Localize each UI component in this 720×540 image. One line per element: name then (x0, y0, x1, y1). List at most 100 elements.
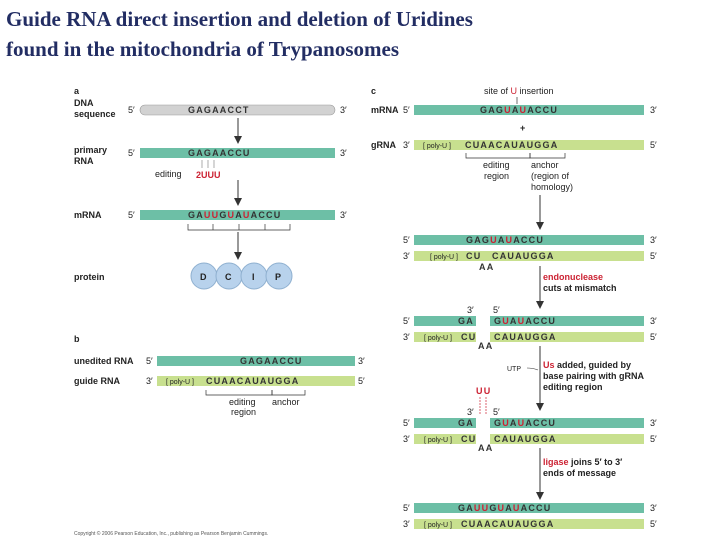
panel-b-letter: b (74, 334, 80, 344)
c3-grna-seq-b: CAUAUGGA (494, 434, 557, 444)
us-added-label: Us added, guided by (543, 360, 631, 370)
dna-5prime: 5′ (128, 105, 135, 115)
c1-mrna-strand (414, 235, 644, 245)
protein-chain: D C I P (190, 262, 293, 290)
c-grna-label: gRNA (371, 140, 396, 150)
c3-grna-left (414, 434, 476, 444)
c4-3prime: 3′ (650, 503, 657, 513)
endonuclease-rest: cuts at mismatch (543, 283, 617, 293)
c2-cut-3prime: 3′ (467, 305, 474, 315)
unedited-3prime: 3′ (358, 356, 365, 366)
c4-grna-strand (414, 519, 644, 529)
title-line-2: found in the mitochondria of Trypanosome… (6, 37, 400, 61)
c2-mrna-seq-a: GA (458, 316, 474, 326)
guide-5prime: 5′ (358, 376, 365, 386)
utp-label: UTP (507, 366, 521, 373)
ligase-line2: ends of message (543, 468, 616, 478)
c-grna-3prime: 3′ (403, 140, 410, 150)
unedited-rna-strand (157, 356, 355, 366)
c4-5prime: 5′ (403, 503, 410, 513)
c1-mrna-sequence: GAGUAUACCU (466, 235, 544, 245)
unedited-label: unedited RNA (74, 356, 134, 366)
c2-cut-5prime: 5′ (493, 305, 500, 315)
c4-mrna-sequence: GAUUGUAUACCU (458, 503, 551, 513)
mrna-strand (140, 210, 335, 220)
c-mrna-5prime: 5′ (403, 105, 410, 115)
mrna-sequence: GAUUGUAUACCU (188, 210, 281, 220)
editing-region-label-1: editing (229, 397, 256, 407)
c-mrna-sequence: GAGUAUACCU (480, 105, 558, 115)
amino-acid-label: P (275, 272, 281, 282)
c-mrna-3prime: 3′ (650, 105, 657, 115)
c2-grna-seq-a: CU (461, 332, 476, 342)
c-grna-strand (414, 140, 644, 150)
mrna-3prime: 3′ (340, 210, 347, 220)
c2b-3prime: 3′ (403, 332, 410, 342)
amino-acid-label: D (200, 272, 207, 282)
primary-3prime: 3′ (340, 148, 347, 158)
c4-grna-sequence: CUAACAUAUGGA (461, 519, 554, 529)
c2-mrna-left (414, 316, 476, 326)
c4-polyu: [ poly-U ] (424, 522, 452, 529)
c1-loop-aa: AA (479, 262, 494, 272)
c3-3prime: 3′ (650, 418, 657, 428)
anchor-bracket (271, 390, 306, 396)
title-line-1: Guide RNA direct insertion and deletion … (6, 7, 473, 31)
c-anchor-label-2: (region of (531, 171, 570, 181)
mrna-seq-part: G (219, 210, 227, 220)
c3b-3prime: 3′ (403, 434, 410, 444)
dna-strand (139, 104, 336, 116)
c4b-3prime: 3′ (403, 519, 410, 529)
c1-polyu: [ poly-U ] (430, 254, 458, 261)
c-grna-sequence: CUAACAUAUGGA (465, 140, 558, 150)
panel-c-letter: c (371, 86, 376, 96)
mrna-seq-part: GA (188, 210, 204, 220)
c3-cut-3prime: 3′ (467, 407, 474, 417)
primary-rna-sequence: GAGAACCU (188, 148, 251, 158)
editing-added-u: 2UUU (196, 170, 221, 180)
c1b-5prime: 5′ (650, 251, 657, 261)
c-anchor-label-3: homology) (531, 182, 573, 192)
c3-grna-right (490, 434, 644, 444)
c3-5prime: 5′ (403, 418, 410, 428)
dna-label-2: sequence (74, 109, 116, 119)
editing-region-label-2: region (231, 407, 256, 417)
guide-sequence: CUAACAUAUGGA (206, 376, 299, 386)
amino-acid-label: I (252, 272, 255, 282)
us-added-line2: base pairing with gRNA (543, 371, 645, 381)
c-editing-bracket (465, 153, 531, 159)
c-anchor-bracket (529, 153, 566, 159)
site-label: site of U insertion (484, 86, 554, 96)
c3-polyu: [ poly-U ] (424, 437, 452, 444)
c3-cut-5prime: 5′ (493, 407, 500, 417)
c-grna-5prime: 5′ (650, 140, 657, 150)
dna-sequence: GAGAACCT (188, 105, 250, 115)
c1-3prime: 3′ (650, 235, 657, 245)
c-editing-label-1: editing (483, 160, 510, 170)
unedited-sequence: GAGAACCU (240, 356, 303, 366)
c1-5prime: 5′ (403, 235, 410, 245)
c2-mrna-seq-b: GUAUACCU (494, 316, 556, 326)
guide-polyu: [ poly-U ] (166, 379, 194, 386)
mrna-5prime: 5′ (128, 210, 135, 220)
mrna-seq-part: A (235, 210, 243, 220)
c-anchor-label-1: anchor (531, 160, 559, 170)
endonuclease-label: endonuclease (543, 272, 603, 282)
mrna-label: mRNA (74, 210, 102, 220)
c1b-3prime: 3′ (403, 251, 410, 261)
unedited-5prime: 5′ (146, 356, 153, 366)
c2-grna-left (414, 332, 476, 342)
editing-label: editing (155, 169, 182, 179)
c2-grna-right (490, 332, 644, 342)
c3b-5prime: 5′ (650, 434, 657, 444)
guide-label: guide RNA (74, 376, 120, 386)
amino-acid-label: C (225, 272, 232, 282)
c-mrna-strand (414, 105, 644, 115)
guide-3prime: 3′ (146, 376, 153, 386)
c3-mrna-seq-a: GA (458, 418, 474, 428)
c1-grna-seq-a: CU (466, 251, 481, 261)
c2b-5prime: 5′ (650, 332, 657, 342)
primary-label-2: RNA (74, 156, 94, 166)
copyright: Copyright © 2006 Pearson Education, Inc.… (74, 530, 268, 537)
